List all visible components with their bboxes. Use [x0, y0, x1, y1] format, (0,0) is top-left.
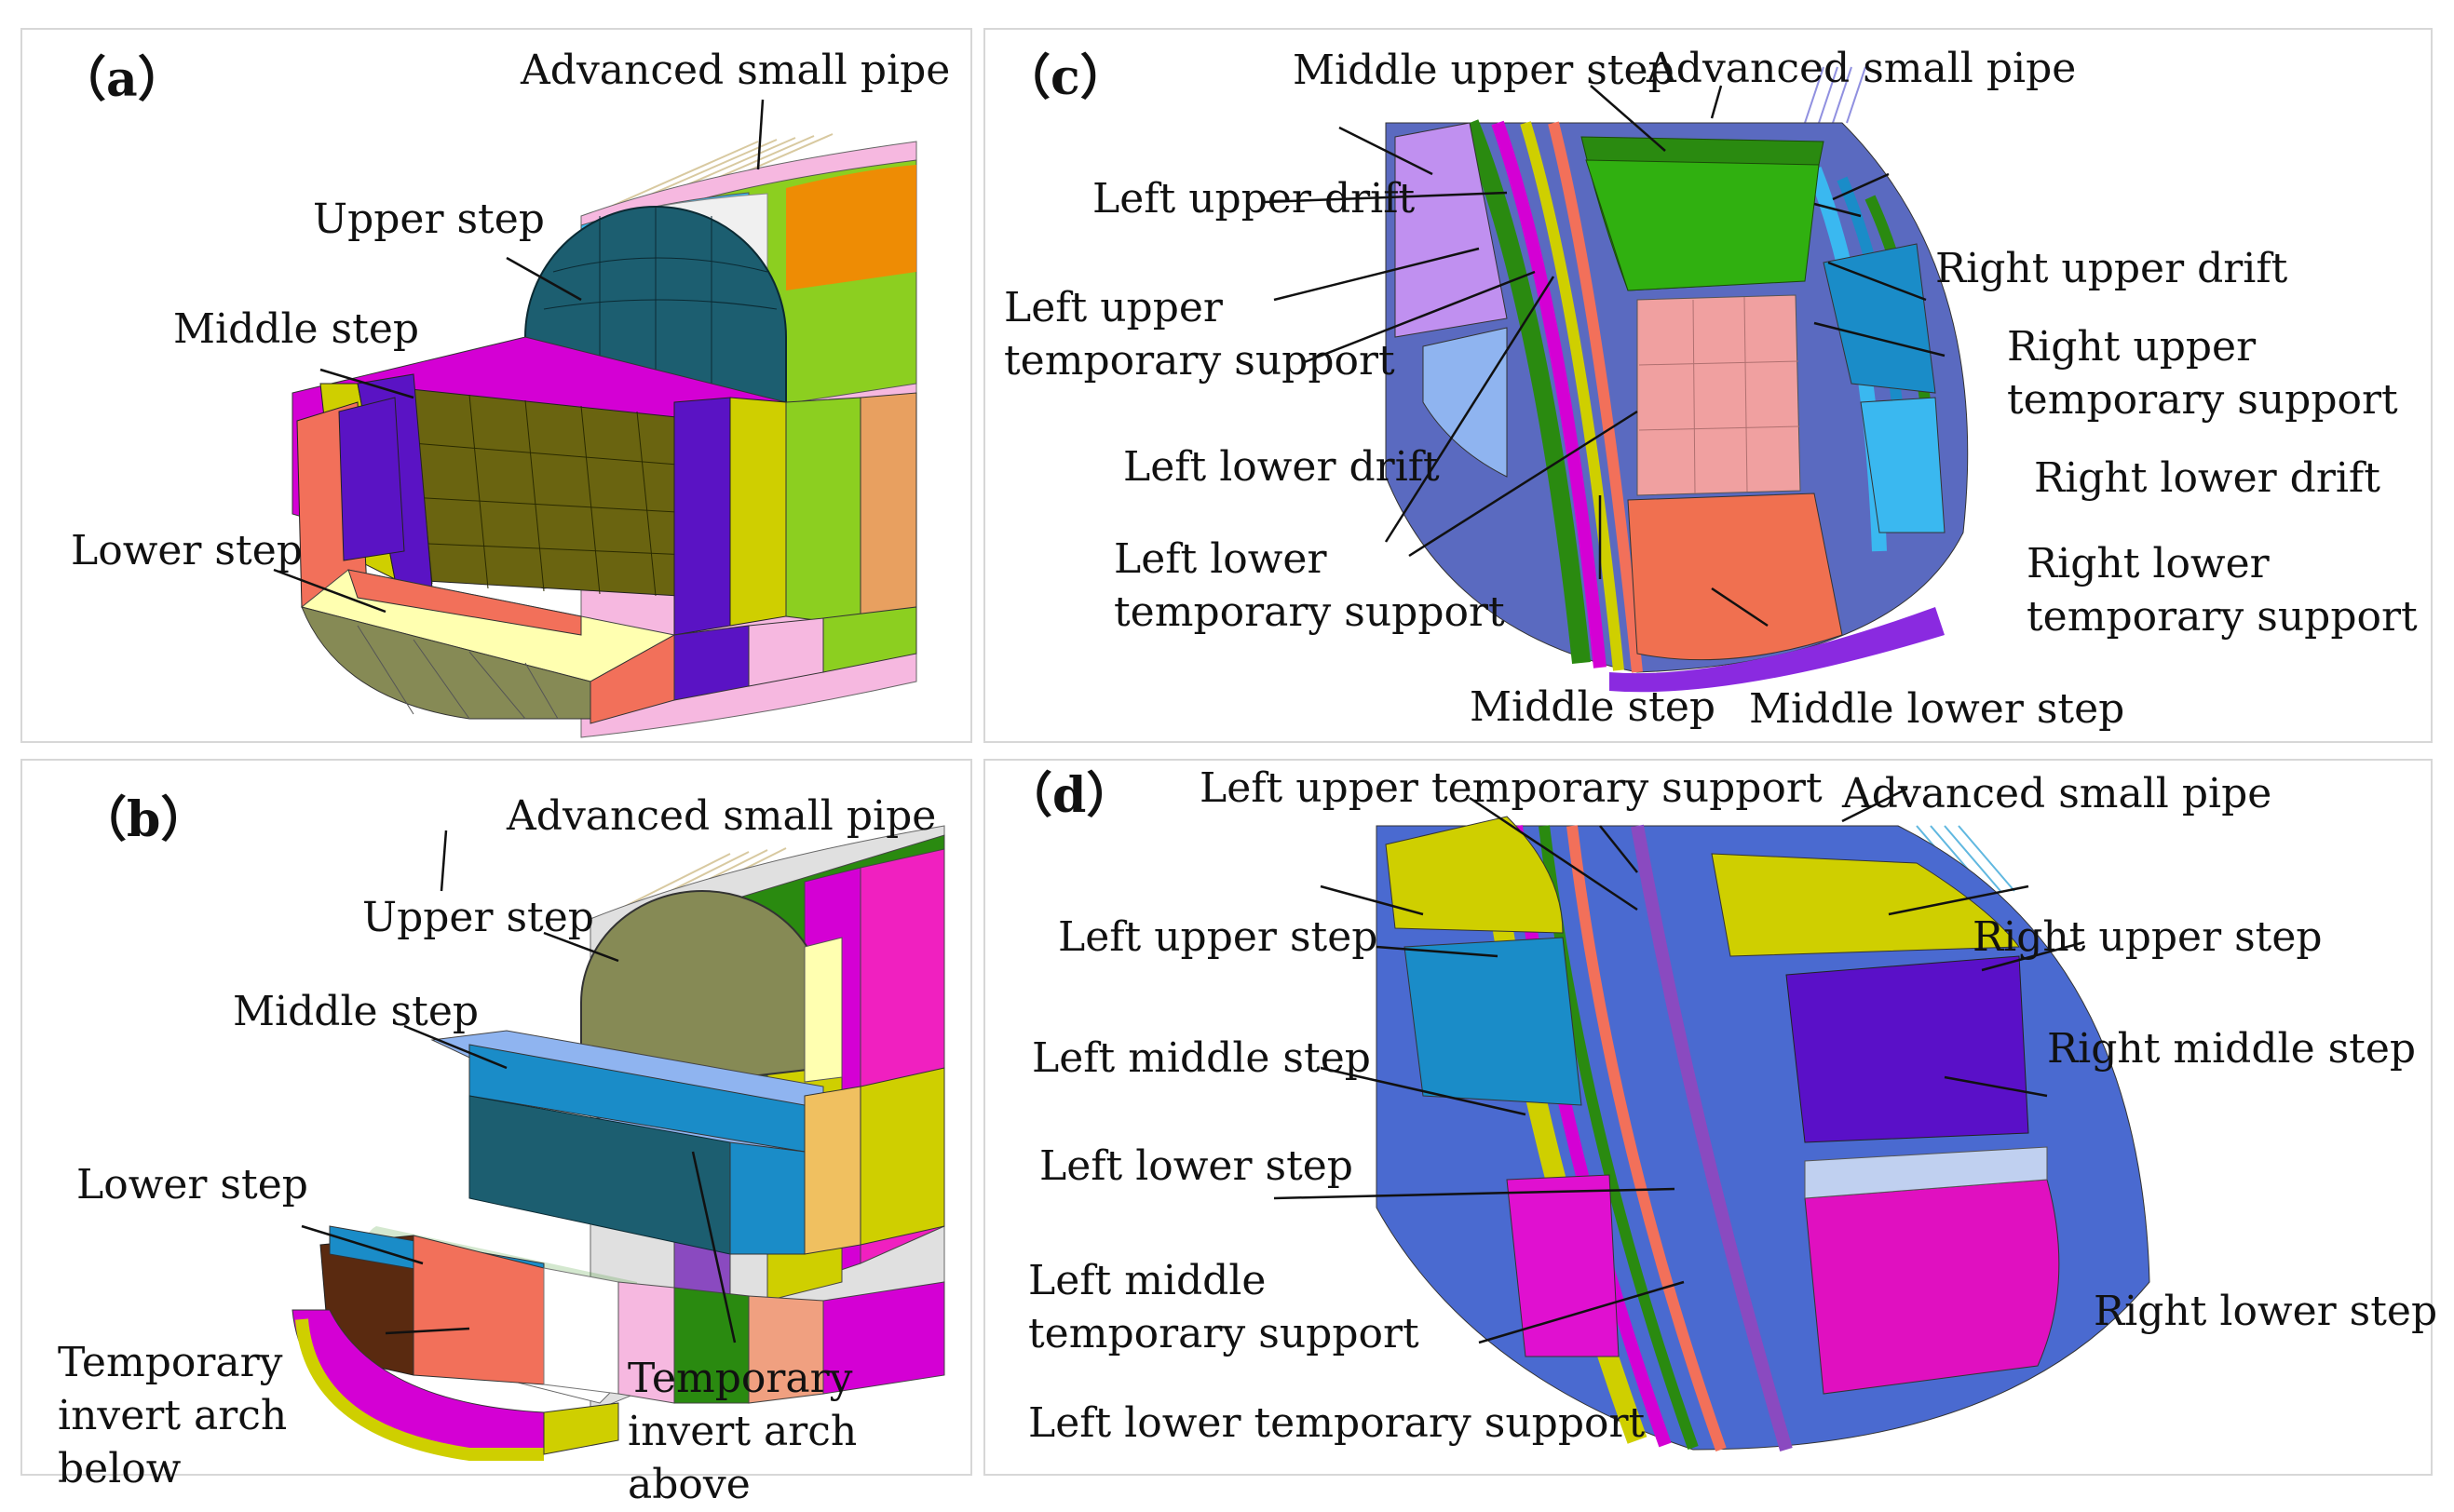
label-lower-step: Lower step [76, 1161, 308, 1208]
label-lower-step: Lower step [71, 527, 303, 574]
label-middle-step: Middle step [233, 988, 480, 1035]
label-left-upper-temporary-support: Left upper temporary support [1200, 764, 1823, 812]
label-middle-lower-step: Middle lower step [1749, 685, 2125, 733]
label-right-upper-drift: Right upper drift [1935, 245, 2288, 292]
label-right-lower-temporary-support: Right lower temporary support [2027, 540, 2418, 641]
panel-c-model [1264, 66, 1969, 693]
label-left-upper-step: Left upper step [1058, 913, 1378, 961]
label-middle-upper-step: Middle upper step [1293, 47, 1674, 94]
label-right-middle-step: Right middle step [2047, 1025, 2417, 1073]
panel-a: （a） Advanced small pipe Upper step Middl… [20, 28, 972, 743]
label-advanced-small-pipe: Advanced small pipe [507, 792, 937, 840]
label-left-upper-temporary-support: Left upper temporary support [1004, 284, 1395, 385]
label-right-upper-step: Right upper step [1973, 913, 2323, 961]
panel-b: （b） Advanced small pipe Upper step Middl… [20, 759, 972, 1508]
panel-c-tag: （c） [1002, 49, 1129, 106]
label-right-lower-drift: Right lower drift [2034, 454, 2380, 502]
label-upper-step: Upper step [313, 196, 545, 243]
panel-d-tag: （d） [1004, 767, 1135, 824]
label-middle-step: Middle step [173, 305, 420, 353]
label-left-lower-drift: Left lower drift [1123, 443, 1440, 491]
panel-d: （d） Left upper temporary support Advance… [983, 759, 2437, 1476]
panel-c: （c） Middle upper step Advanced small pip… [983, 28, 2433, 743]
label-left-middle-step: Left middle step [1032, 1034, 1371, 1082]
panel-b-model [291, 825, 945, 1461]
label-right-upper-temporary-support: Right upper temporary support [2007, 323, 2398, 425]
label-advanced-small-pipe: Advanced small pipe [1647, 45, 2077, 92]
label-right-lower-step: Right lower step [2094, 1288, 2438, 1335]
label-left-middle-temporary-support: Left middle temporary support [1028, 1257, 1419, 1358]
label-left-upper-drift: Left upper drift [1092, 175, 1416, 223]
label-left-lower-temporary-support: Left lower temporary support [1114, 535, 1505, 637]
label-advanced-small-pipe: Advanced small pipe [1842, 770, 2272, 817]
label-advanced-small-pipe: Advanced small pipe [521, 47, 951, 94]
panel-d-model [1273, 787, 2150, 1451]
label-left-lower-step: Left lower step [1039, 1142, 1353, 1190]
label-temporary-invert-arch-above: Temporary invert arch above [628, 1355, 858, 1509]
label-temporary-invert-arch-below: Temporary invert arch below [58, 1339, 288, 1493]
label-left-lower-temporary-support: Left lower temporary support [1028, 1399, 1646, 1447]
panel-a-model [273, 99, 917, 738]
panel-b-tag: （b） [78, 791, 210, 848]
label-middle-step: Middle step [1470, 683, 1716, 731]
panel-a-tag: （a） [58, 51, 186, 108]
label-upper-step: Upper step [362, 894, 594, 941]
